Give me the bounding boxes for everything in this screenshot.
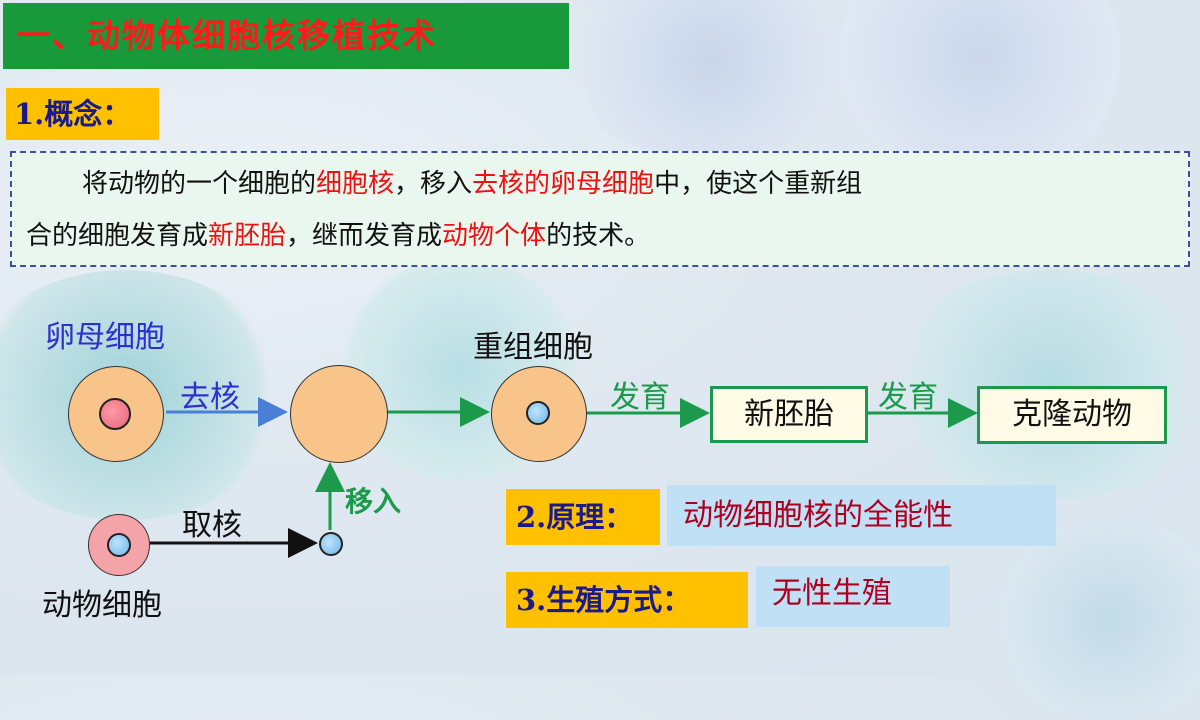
concept-line-1: 将动物的一个细胞的细胞核，移入去核的卵母细胞中，使这个重新组: [26, 158, 1174, 210]
concept-highlight: 去核的卵母细胞: [472, 169, 655, 199]
enucleated-oocyte: [290, 365, 388, 463]
concept-highlight: 动物个体: [442, 221, 547, 251]
concept-text: ，移入: [394, 169, 473, 199]
background-cell: [880, 270, 1200, 500]
develop-label-1: 发育: [610, 380, 670, 415]
concept-text: ，继而发育成: [286, 221, 443, 251]
concept-highlight: 细胞核: [316, 169, 395, 199]
background-cell: [560, 0, 860, 160]
new-embryo-box: 新胚胎: [710, 386, 868, 443]
somatic-cell-label: 动物细胞: [42, 588, 162, 623]
concept-text: 中，使这个重新组: [654, 169, 863, 199]
concept-text: 将动物的一个细胞的: [82, 169, 317, 199]
oocyte-label: 卵母细胞: [45, 320, 165, 355]
extract-nucleus-label: 取核: [182, 508, 242, 543]
concept-definition: 将动物的一个细胞的细胞核，移入去核的卵母细胞中，使这个重新组 合的细胞发育成新胚…: [10, 151, 1190, 267]
isolated-nucleus: [319, 532, 343, 556]
reproduction-value: 无性生殖: [756, 566, 950, 627]
oocyte-cell: [68, 366, 164, 462]
principle-value: 动物细胞核的全能性: [667, 485, 1056, 546]
reproduction-tag: 3.生殖方式：: [506, 572, 748, 628]
page-title: 一、动物体细胞核移植技术: [3, 3, 569, 69]
somatic-cell: [88, 514, 150, 576]
concept-text: 的技术。: [546, 221, 651, 251]
concept-highlight: 新胚胎: [208, 221, 287, 251]
clone-animal-box: 克隆动物: [977, 386, 1167, 444]
transfer-label: 移入: [345, 485, 402, 518]
recombined-cell-label: 重组细胞: [473, 330, 593, 365]
recombined-cell: [491, 366, 587, 462]
remove-nucleus-label: 去核: [180, 380, 240, 415]
process-arrows: [150, 397, 978, 558]
principle-tag: 2.原理：: [506, 489, 660, 545]
concept-text: 合的细胞发育成: [26, 221, 209, 251]
somatic-nucleus: [107, 533, 131, 557]
oocyte-nucleus: [99, 398, 131, 430]
develop-label-2: 发育: [878, 380, 938, 415]
recombined-nucleus: [526, 401, 550, 425]
concept-tag: 1.概念：: [6, 88, 159, 140]
concept-line-2: 合的细胞发育成新胚胎，继而发育成动物个体的技术。: [26, 210, 1174, 262]
